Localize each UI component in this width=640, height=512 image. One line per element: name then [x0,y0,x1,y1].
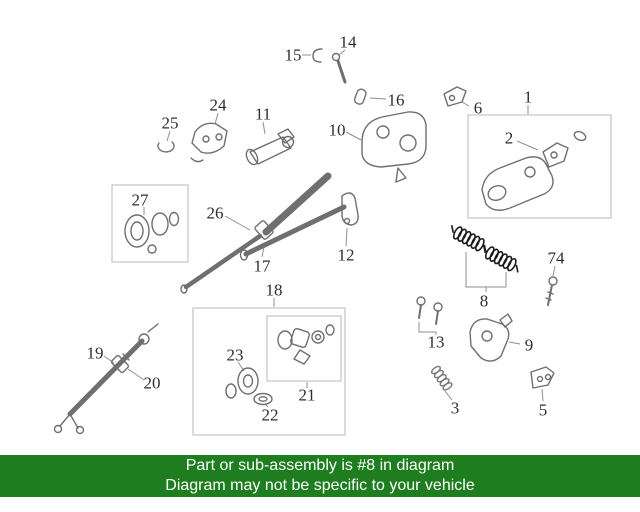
leader-12 [345,227,348,247]
leader-3 [444,390,453,401]
part-9-drawing [469,313,513,362]
box-assembly-18 [192,307,346,436]
leader-2 [516,140,539,151]
part-10-drawing [361,111,427,183]
callout-18: 18 [265,280,283,300]
callout-5: 5 [538,400,548,420]
part-22-drawing [253,392,273,406]
part-17-drawing [239,204,347,261]
part-25-drawing [157,141,175,153]
callout-22: 22 [261,405,279,425]
box-assembly-21 [266,315,342,382]
callout-8: 8 [479,291,489,311]
leader-17 [261,246,265,258]
callout-21: 21 [298,385,316,405]
part-3-drawing [430,365,453,391]
part-8-spring-2 [482,245,519,273]
part-26-drawing [180,172,332,294]
callout-19: 19 [86,343,104,363]
callout-15: 15 [284,45,302,65]
box-assembly-27 [111,184,189,263]
callout-12: 12 [337,245,355,265]
callout-3: 3 [450,398,460,418]
leader-10 [345,131,362,141]
leader-6 [461,101,470,107]
part-23-drawing [225,367,259,399]
callout-14: 14 [339,32,357,52]
callout-10: 10 [328,120,346,140]
callout-11: 11 [254,104,272,124]
part-15-drawing [312,48,323,63]
leader-5 [541,388,544,402]
part-14-drawing [331,52,347,84]
part-27-drawing [124,211,180,254]
banner-line2: Diagram may not be specific to your vehi… [165,477,475,494]
leader-26 [224,215,251,231]
callout-2: 2 [504,128,514,148]
part-2-drawing [481,130,587,211]
callout-20: 20 [143,373,161,393]
leader-20 [127,368,145,381]
leader-14 [338,49,346,56]
callout-6: 6 [473,98,483,118]
leader-74 [552,265,556,277]
part-13-drawing [416,296,443,325]
part-16-drawing [353,88,367,105]
part-5-drawing [530,366,555,389]
leader-16 [369,97,387,100]
part-8-spring-1 [450,225,487,253]
callout-17: 17 [253,256,271,276]
leader-lines [103,49,556,408]
callout-layer: 14 15 16 6 1 24 11 25 10 2 27 26 12 17 74 18 8 13 9 19 23 20 2… [86,32,565,425]
callout-26: 26 [206,203,224,223]
callout-27: 27 [131,190,149,210]
part-21-drawing [277,324,335,365]
leader-24 [214,112,219,125]
leader-13 [418,322,437,335]
part-8-springs-drawing [450,225,519,273]
callout-24: 24 [209,95,227,115]
callout-74: 74 [547,248,565,268]
part-24-drawing [190,122,228,163]
callout-9: 9 [524,335,534,355]
box-assembly-1 [467,114,612,219]
banner-line1: Part or sub-assembly is #8 in diagram [185,457,455,474]
parts-diagram [53,48,612,436]
callout-13: 13 [427,332,445,352]
leader-25 [166,130,171,142]
info-banner: Part or sub-assembly is #8 in diagram Di… [0,455,640,497]
part-20-drawing [110,354,130,374]
leader-11 [262,121,266,135]
leader-9 [508,341,521,345]
part-12-drawing [341,192,359,226]
callout-25: 25 [161,113,179,133]
part-11-drawing [245,128,295,166]
part-drawings [53,48,587,435]
assembly-boxes [111,114,612,436]
leader-19 [103,355,115,364]
part-6-drawing [443,86,467,107]
part-74-drawing [545,276,558,306]
callout-16: 16 [387,90,405,110]
callout-23: 23 [226,345,244,365]
callout-1: 1 [523,87,533,107]
